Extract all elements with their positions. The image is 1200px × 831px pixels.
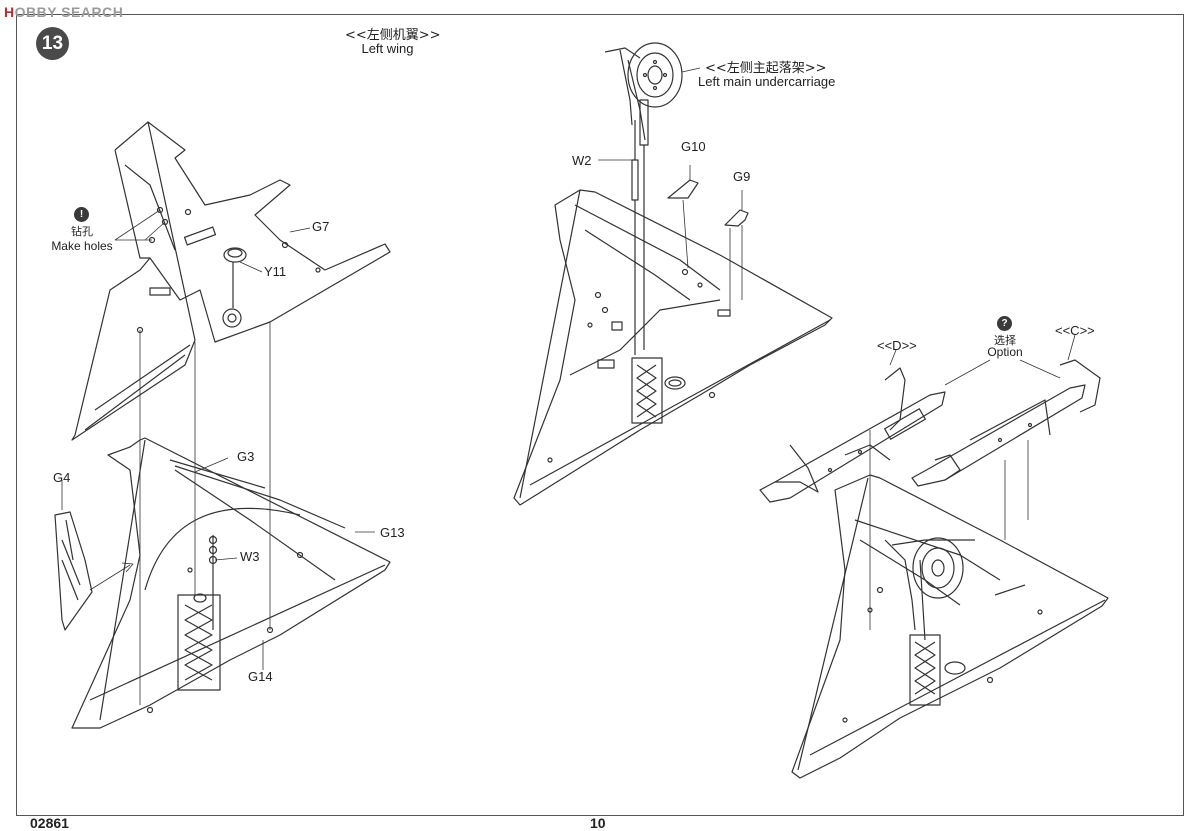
- right-wing-panel: [791, 474, 1109, 779]
- left-wing-upper-panel: [71, 121, 391, 441]
- part-label-g3: G3: [237, 449, 255, 464]
- main-undercarriage-wheel: [604, 42, 683, 350]
- guide-lines-middle: [598, 67, 743, 310]
- middle-wing-panel: [513, 189, 833, 506]
- part-label-g14: G14: [248, 669, 273, 684]
- watermark: HOBBY SEARCH: [4, 4, 124, 20]
- make-holes-cn: 钻孔: [71, 225, 93, 238]
- part-label-y11: Y11: [264, 264, 287, 279]
- model-code: 02861: [30, 815, 69, 831]
- part-g9: [724, 209, 749, 227]
- part-y11-disc: [223, 247, 247, 308]
- left-wing-lower-panel: [71, 437, 391, 729]
- left-wing-title-en: Left wing: [361, 41, 414, 56]
- part-label-w2: W2: [572, 153, 592, 168]
- undercarriage-title-en: Left main undercarriage: [698, 74, 836, 89]
- part-label-g7: G7: [312, 219, 330, 234]
- missile-c: [911, 359, 1101, 487]
- part-label-g10: G10: [681, 139, 706, 154]
- guide-lines-right: [869, 334, 1076, 630]
- undercarriage-title-cn: <<左侧主起落架>>: [705, 61, 827, 76]
- option-c-label: <<C>>: [1055, 323, 1095, 338]
- part-w3-pin: [208, 535, 218, 630]
- part-label-g9: G9: [733, 169, 751, 184]
- part-label-g4: G4: [53, 470, 71, 485]
- right-wheel-assembly: [884, 537, 975, 641]
- part-label-g13: G13: [380, 525, 405, 540]
- page-number: 10: [590, 815, 606, 831]
- option-en: Option: [987, 345, 1023, 359]
- page-frame: [16, 14, 1184, 816]
- part-g4-flap: [54, 511, 93, 631]
- make-holes-badge: !: [74, 207, 89, 222]
- option-d-label: <<D>>: [877, 338, 917, 353]
- step-number-badge: 13: [36, 27, 69, 60]
- option-cn: 选择: [994, 334, 1016, 347]
- part-w2-strut: [631, 120, 639, 355]
- option-badge: ?: [997, 316, 1012, 331]
- missile-d: [759, 367, 946, 503]
- part-label-w3: W3: [240, 549, 260, 564]
- left-wing-title-cn: <<左侧机翼>>: [345, 28, 441, 43]
- part-g10: [667, 179, 699, 199]
- make-holes-en: Make holes: [51, 239, 113, 253]
- guide-lines-left: [61, 209, 375, 705]
